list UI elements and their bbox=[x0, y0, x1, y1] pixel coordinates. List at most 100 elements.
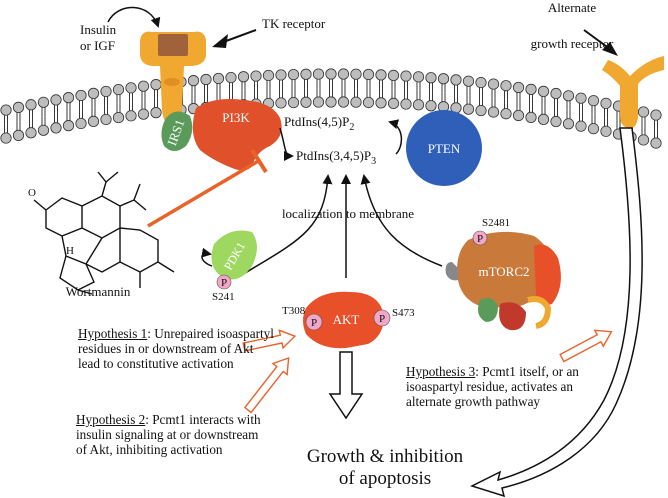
hypothesis2-arrow bbox=[243, 356, 290, 414]
akt-s473-phospho-label: P bbox=[379, 313, 385, 325]
lipid-head bbox=[437, 73, 450, 85]
t308-label: T308 bbox=[282, 305, 306, 317]
lipid-head bbox=[275, 69, 287, 81]
lipid-head bbox=[225, 71, 237, 84]
hypothesis-2-text: Hypothesis 2: Pcmt1 interacts with insul… bbox=[76, 412, 272, 457]
pdk1-phospho-icon bbox=[216, 274, 232, 290]
lipid-head bbox=[75, 117, 87, 130]
insulin-binding-arrow bbox=[107, 6, 161, 28]
lipid-head bbox=[25, 99, 37, 111]
lipid-head bbox=[187, 75, 200, 87]
lipid-head bbox=[50, 122, 62, 134]
irs1-icon bbox=[161, 111, 193, 151]
cell-membrane bbox=[0, 68, 662, 149]
lipid-head bbox=[537, 85, 550, 97]
pip2-label: PtdIns(4,5)P2 bbox=[284, 114, 354, 133]
lipid-head bbox=[12, 101, 25, 113]
localization-label: localization to membrane bbox=[282, 206, 414, 221]
alt-receptor-label-line2: growth receptor bbox=[531, 36, 614, 51]
hypothesis-2-body: : Pcmt1 interacts with insulin signaling… bbox=[76, 412, 261, 457]
lipid-head bbox=[25, 127, 37, 139]
lipid-head bbox=[362, 68, 375, 81]
wortmannin-label: Wortmannin bbox=[66, 284, 131, 299]
lipid-head bbox=[600, 97, 612, 109]
pten-icon bbox=[406, 110, 482, 186]
lipid-head bbox=[587, 95, 600, 107]
insulin-label-line2: or IGF bbox=[80, 38, 115, 53]
outcome-label: Growth & inhibition of apoptosis bbox=[290, 446, 480, 490]
akt-label: AKT bbox=[333, 312, 360, 327]
lipid-head bbox=[575, 92, 587, 104]
lipid-head bbox=[350, 68, 362, 80]
pi3k-label: PI3K bbox=[222, 110, 250, 125]
lipid-head bbox=[137, 80, 150, 92]
lipid-head bbox=[112, 111, 125, 124]
lipid-head bbox=[387, 69, 400, 82]
pten-label: PTEN bbox=[428, 141, 461, 156]
lipid-head bbox=[650, 109, 662, 121]
hypothesis-1-body: : Unrepaired isoaspartyl residues in or … bbox=[78, 326, 274, 371]
lipid-head bbox=[150, 79, 162, 91]
lipid-head bbox=[112, 83, 125, 96]
lipid-head bbox=[325, 96, 337, 108]
lipid-head bbox=[562, 90, 575, 102]
wortmannin-structure-icon bbox=[33, 171, 175, 295]
akt-t308-phospho-icon bbox=[305, 313, 323, 331]
lipid-head bbox=[412, 99, 425, 111]
tk-receptor-icon bbox=[140, 31, 206, 127]
lipid-head bbox=[300, 96, 312, 108]
lipid-head bbox=[37, 96, 50, 108]
lipid-head bbox=[62, 92, 75, 104]
lipid-head bbox=[525, 83, 537, 95]
lipid-head bbox=[300, 68, 312, 80]
lipid-head bbox=[250, 70, 262, 82]
lipid-head bbox=[87, 87, 100, 99]
pten-dephosphorylation-arrow bbox=[388, 119, 403, 155]
tk-receptor-label: TK receptor bbox=[262, 16, 326, 31]
lipid-head bbox=[512, 109, 525, 122]
pdk1-phospho-label: P bbox=[221, 277, 227, 289]
lipid-head bbox=[275, 97, 287, 109]
lipid-head bbox=[500, 108, 512, 120]
pdk1-icon bbox=[211, 230, 257, 280]
insulin-label-line1: Insulin bbox=[80, 22, 117, 37]
lipid-head bbox=[312, 68, 325, 80]
lipid-head bbox=[475, 76, 487, 89]
wortmannin-inhibition-line bbox=[147, 158, 261, 228]
lipid-head bbox=[87, 115, 100, 127]
lipid-head bbox=[287, 96, 300, 109]
inhibition-bar bbox=[250, 148, 268, 174]
mtorc2-label: mTORC2 bbox=[478, 264, 529, 279]
lipid-head bbox=[425, 100, 437, 112]
outcome-line2: of apoptosis bbox=[338, 468, 432, 489]
alt-receptor-label-line1: Alternate bbox=[548, 0, 597, 15]
wortmannin-h-label: H bbox=[66, 245, 74, 257]
hypothesis-3-body: : Pcmt1 itself, or an isoaspartyl residu… bbox=[406, 364, 579, 409]
lipid-head bbox=[600, 125, 612, 137]
lipid-head bbox=[337, 96, 350, 108]
lipid-head bbox=[637, 106, 650, 118]
lipid-head bbox=[637, 134, 650, 146]
pdk1-to-membrane-arrow bbox=[239, 174, 333, 277]
pi3k-icon bbox=[192, 99, 282, 171]
hypothesis-1-text: Hypothesis 1: Unrepaired isoaspartyl res… bbox=[78, 326, 278, 371]
lipid-head bbox=[37, 124, 50, 136]
lipid-head bbox=[125, 82, 137, 94]
lipid-head bbox=[75, 89, 87, 102]
lipid-head bbox=[375, 97, 387, 109]
lipid-head bbox=[237, 71, 250, 83]
pdk1-autophosphorylation-arrow bbox=[201, 247, 213, 267]
pip3-label: PtdIns(3,4,5)P3 bbox=[296, 148, 376, 167]
lipid-head bbox=[150, 107, 162, 119]
alt-receptor-icon bbox=[602, 56, 664, 129]
lipid-head bbox=[550, 115, 562, 128]
lipid-head bbox=[400, 98, 412, 110]
akt-icon bbox=[303, 291, 384, 349]
lipid-head bbox=[450, 74, 462, 86]
lipid-head bbox=[587, 123, 600, 135]
mtorc2-to-membrane-arrow bbox=[360, 174, 443, 267]
akt-t308-phospho-label: P bbox=[311, 317, 317, 329]
lipid-head bbox=[0, 104, 12, 116]
lipid-head bbox=[525, 111, 537, 123]
lipid-head bbox=[287, 68, 300, 81]
